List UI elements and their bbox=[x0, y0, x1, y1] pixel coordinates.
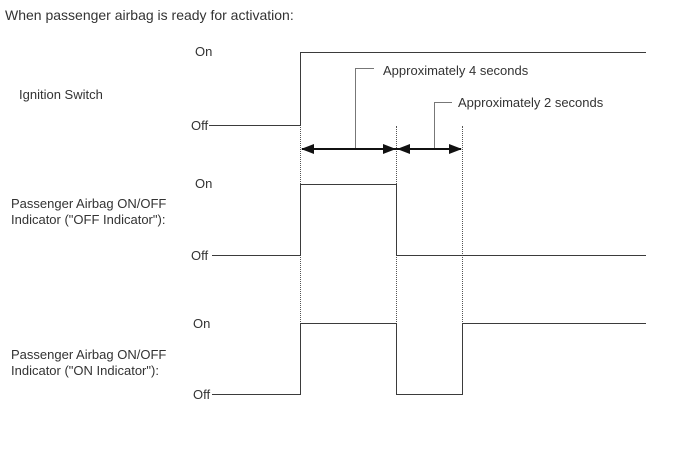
on-indicator-off-line-mid bbox=[396, 394, 463, 395]
arrowhead-right-icon bbox=[449, 144, 462, 154]
off-indicator-off-line-left bbox=[212, 255, 301, 256]
four-seconds-leader-horizontal bbox=[355, 68, 374, 69]
on-indicator-on-line-2 bbox=[462, 323, 646, 324]
off-indicator-on-line bbox=[300, 184, 397, 185]
on-indicator-on-label: On bbox=[193, 316, 211, 331]
on-indicator-label-line2: Indicator ("ON Indicator"): bbox=[11, 363, 159, 378]
ignition-on-line bbox=[300, 52, 646, 53]
on-indicator-on-line-1 bbox=[300, 323, 397, 324]
off-indicator-off-line-right bbox=[396, 255, 646, 256]
off-indicator-off-label: Off bbox=[191, 248, 209, 263]
on-indicator-rise-1 bbox=[300, 324, 301, 395]
ignition-switch-label: Ignition Switch bbox=[19, 87, 103, 102]
off-indicator-rise bbox=[300, 185, 301, 256]
arrowhead-mid-right-icon bbox=[383, 144, 396, 154]
arrowhead-left-icon bbox=[301, 144, 314, 154]
on-indicator-off-label: Off bbox=[193, 387, 211, 402]
on-indicator-off-line-left bbox=[212, 394, 301, 395]
arrowhead-mid-left-icon bbox=[397, 144, 410, 154]
ignition-rise bbox=[300, 53, 301, 126]
off-indicator-label-line1: Passenger Airbag ON/OFF bbox=[11, 196, 167, 211]
two-seconds-annotation: Approximately 2 seconds bbox=[458, 95, 604, 110]
on-indicator-label-line1: Passenger Airbag ON/OFF bbox=[11, 347, 167, 362]
ignition-off-label: Off bbox=[191, 118, 209, 133]
off-indicator-label-line2: Indicator ("OFF Indicator"): bbox=[11, 212, 166, 227]
off-indicator-on-label: On bbox=[195, 176, 213, 191]
on-indicator-rise-2 bbox=[462, 324, 463, 395]
four-seconds-leader-vertical bbox=[355, 68, 356, 148]
off-indicator-drop bbox=[396, 185, 397, 256]
interval-arrow-line bbox=[302, 148, 461, 150]
two-seconds-leader-horizontal bbox=[434, 102, 452, 103]
ignition-off-line bbox=[209, 125, 301, 126]
on-indicator-drop bbox=[396, 324, 397, 395]
time-marker-t2 bbox=[462, 126, 463, 324]
two-seconds-leader-vertical bbox=[434, 102, 435, 148]
page-title: When passenger airbag is ready for activ… bbox=[5, 7, 294, 23]
ignition-on-label: On bbox=[195, 44, 213, 59]
four-seconds-annotation: Approximately 4 seconds bbox=[383, 63, 529, 78]
